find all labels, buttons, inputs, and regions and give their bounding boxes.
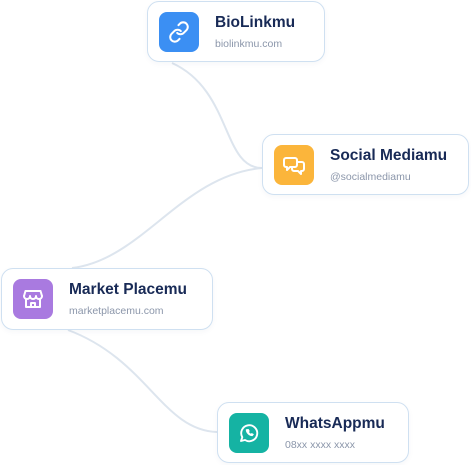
node-social-mediamu[interactable]: Social Mediamu @socialmediamu [262,134,469,195]
node-market-placemu[interactable]: Market Placemu marketplacemu.com [1,268,213,330]
whatsapp-icon [229,412,269,453]
node-whatsappmu[interactable]: WhatsAppmu 08xx xxxx xxxx [217,402,409,463]
node-title: BioLinkmu [215,13,296,31]
node-title: Market Placemu [69,281,188,298]
node-subtitle: @socialmediamu [330,170,411,183]
node-title: WhatsAppmu [285,414,385,432]
node-biolinkmu[interactable]: BioLinkmu biolinkmu.com [147,1,325,62]
node-subtitle: 08xx xxxx xxxx [285,438,356,451]
link-icon [159,11,199,52]
connector-social-market [71,167,263,269]
connector-market-whatsapp [67,329,218,433]
node-title: Social Mediamu [330,146,448,164]
storefront-icon [13,279,53,319]
node-subtitle: biolinkmu.com [215,37,283,50]
chat-bubbles-icon [274,144,314,185]
node-subtitle: marketplacemu.com [69,305,164,317]
connector-biolink-social [171,62,263,169]
